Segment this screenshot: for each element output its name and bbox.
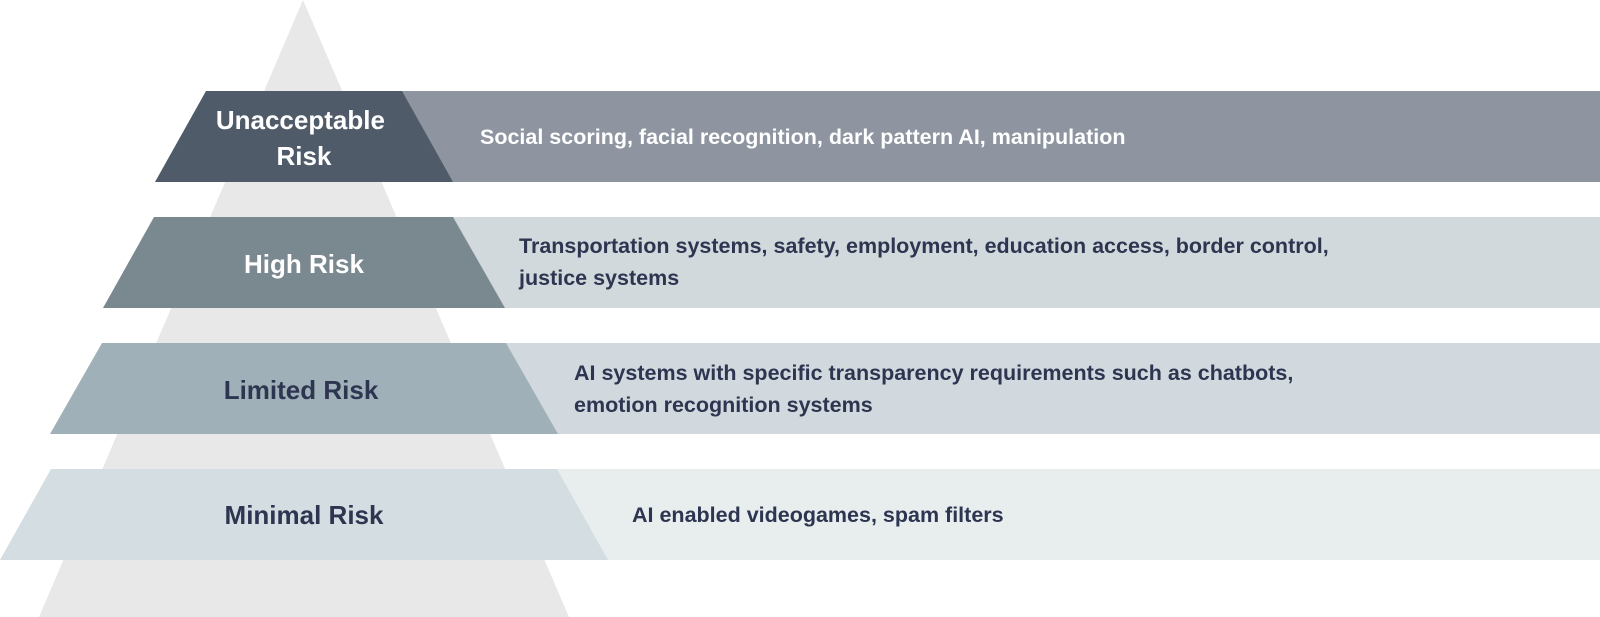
tier-limited-description-line-1: AI systems with specific transparency re… [574, 361, 1293, 385]
tier-high: High Risk Transportation systems, safety… [103, 217, 1600, 308]
tier-unacceptable-title-line-1: Unacceptable [216, 105, 385, 135]
tier-unacceptable-description-line-1: Social scoring, facial recognition, dark… [480, 125, 1126, 149]
tier-limited-description: AI systems with specific transparency re… [574, 361, 1299, 417]
tier-high-description-line-2: justice systems [518, 266, 679, 290]
tier-minimal-label-shape [0, 469, 608, 560]
tier-limited-description-line-2: emotion recognition systems [574, 393, 873, 417]
tier-unacceptable-title: Unacceptable Risk [216, 105, 392, 171]
tier-high-label-shape [103, 217, 505, 308]
tier-high-title: High Risk [244, 249, 364, 279]
tier-unacceptable-title-line-2: Risk [277, 141, 332, 171]
tier-unacceptable-band [305, 91, 1600, 182]
tier-limited-title: Limited Risk [224, 375, 379, 405]
tier-minimal-title-line-1: Minimal Risk [225, 500, 384, 530]
tier-unacceptable-label-shape [155, 91, 453, 182]
tier-high-description-line-1: Transportation systems, safety, employme… [519, 234, 1329, 258]
tier-minimal-description-line-1: AI enabled videogames, spam filters [632, 503, 1004, 527]
tier-minimal-title: Minimal Risk [225, 500, 384, 530]
tier-limited: Limited Risk AI systems with specific tr… [50, 343, 1600, 434]
tier-limited-title-line-1: Limited Risk [224, 375, 379, 405]
tier-high-band [305, 217, 1600, 308]
tier-limited-label-shape [50, 343, 558, 434]
tier-high-description: Transportation systems, safety, employme… [518, 234, 1335, 290]
tier-minimal: Minimal Risk AI enabled videogames, spam… [0, 469, 1600, 560]
tier-minimal-description: AI enabled videogames, spam filters [632, 503, 1004, 527]
tier-high-title-line-1: High Risk [244, 249, 364, 279]
background-pyramid [39, 0, 569, 617]
tier-unacceptable: Unacceptable Risk Social scoring, facial… [155, 91, 1600, 182]
tier-unacceptable-description: Social scoring, facial recognition, dark… [480, 125, 1126, 149]
